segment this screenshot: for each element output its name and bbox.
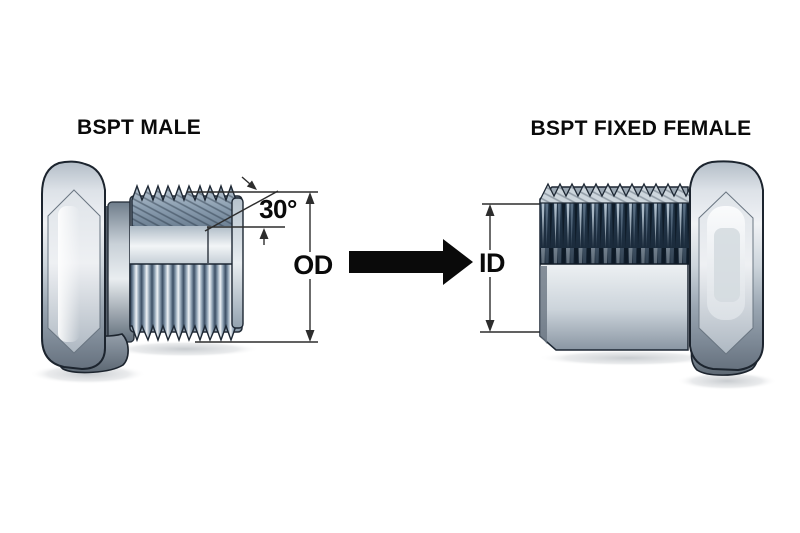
male-hex-shadow	[30, 364, 146, 384]
male-fitting-illustration	[41, 160, 244, 374]
od-arrowhead-bottom-icon	[305, 330, 315, 342]
female-body-shadow	[538, 350, 718, 366]
id-label: ID	[476, 250, 508, 277]
male-end-face	[231, 197, 244, 329]
drop-shadows	[30, 341, 777, 390]
male-top-threads-hatch	[132, 186, 236, 227]
angle-label: 30°	[259, 194, 297, 224]
male-lower-threads	[129, 263, 237, 343]
female-fitting-illustration	[539, 160, 764, 376]
female-nose-chamfer	[540, 266, 547, 344]
female-thread-depth-shading	[540, 200, 690, 264]
angle-taper-line	[204, 190, 279, 232]
id-arrowhead-top-icon	[485, 204, 495, 216]
angle-leader-arrowhead-icon	[246, 180, 257, 190]
od-arrowhead-top-icon	[305, 192, 315, 204]
female-top-crests-hatch	[540, 184, 690, 203]
id-arrowhead-bottom-icon	[485, 320, 495, 332]
female-fitting-label: BSPT FIXED FEMALE	[530, 117, 752, 140]
angle-leader-line	[241, 176, 251, 185]
female-hex-highlight-inner	[714, 228, 740, 302]
male-hex-highlight	[58, 206, 80, 342]
female-hex-shadow	[677, 372, 777, 390]
od-label: OD	[290, 252, 336, 279]
male-body-shadow	[110, 341, 260, 357]
male-fitting-label: BSPT MALE	[76, 116, 202, 139]
angle-dimension	[187, 176, 318, 245]
male-smooth-band	[130, 226, 234, 266]
angle-pitch-arrowhead-icon	[259, 228, 269, 239]
transform-arrow-icon	[349, 239, 473, 285]
